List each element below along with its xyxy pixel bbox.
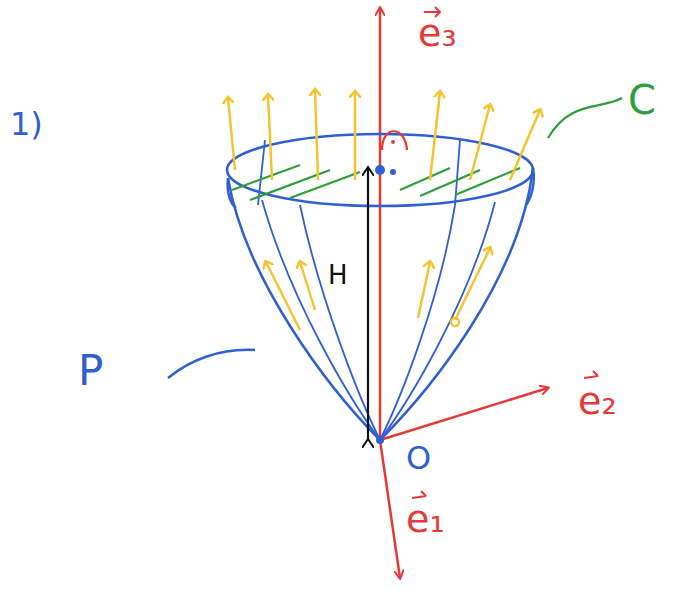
axis-label: e₂ [578,382,617,420]
surface-label: C [628,80,656,120]
figure-number: 1) [10,108,43,140]
normal-vector [228,90,540,330]
leader-line [168,350,255,378]
axis-label: e₃ [418,14,457,52]
centre-point [375,165,385,175]
origin-point [376,436,384,444]
right-angle-mark [382,131,407,150]
origin-label: O [406,442,431,474]
height-label: H [328,262,348,288]
axis-label: e₁ [406,500,445,538]
leader-line [548,98,622,138]
vector-mark [412,7,598,498]
disk-hatching [232,165,520,200]
surface-label: P [78,350,103,392]
height-arrow [367,168,369,440]
axis [380,8,548,578]
